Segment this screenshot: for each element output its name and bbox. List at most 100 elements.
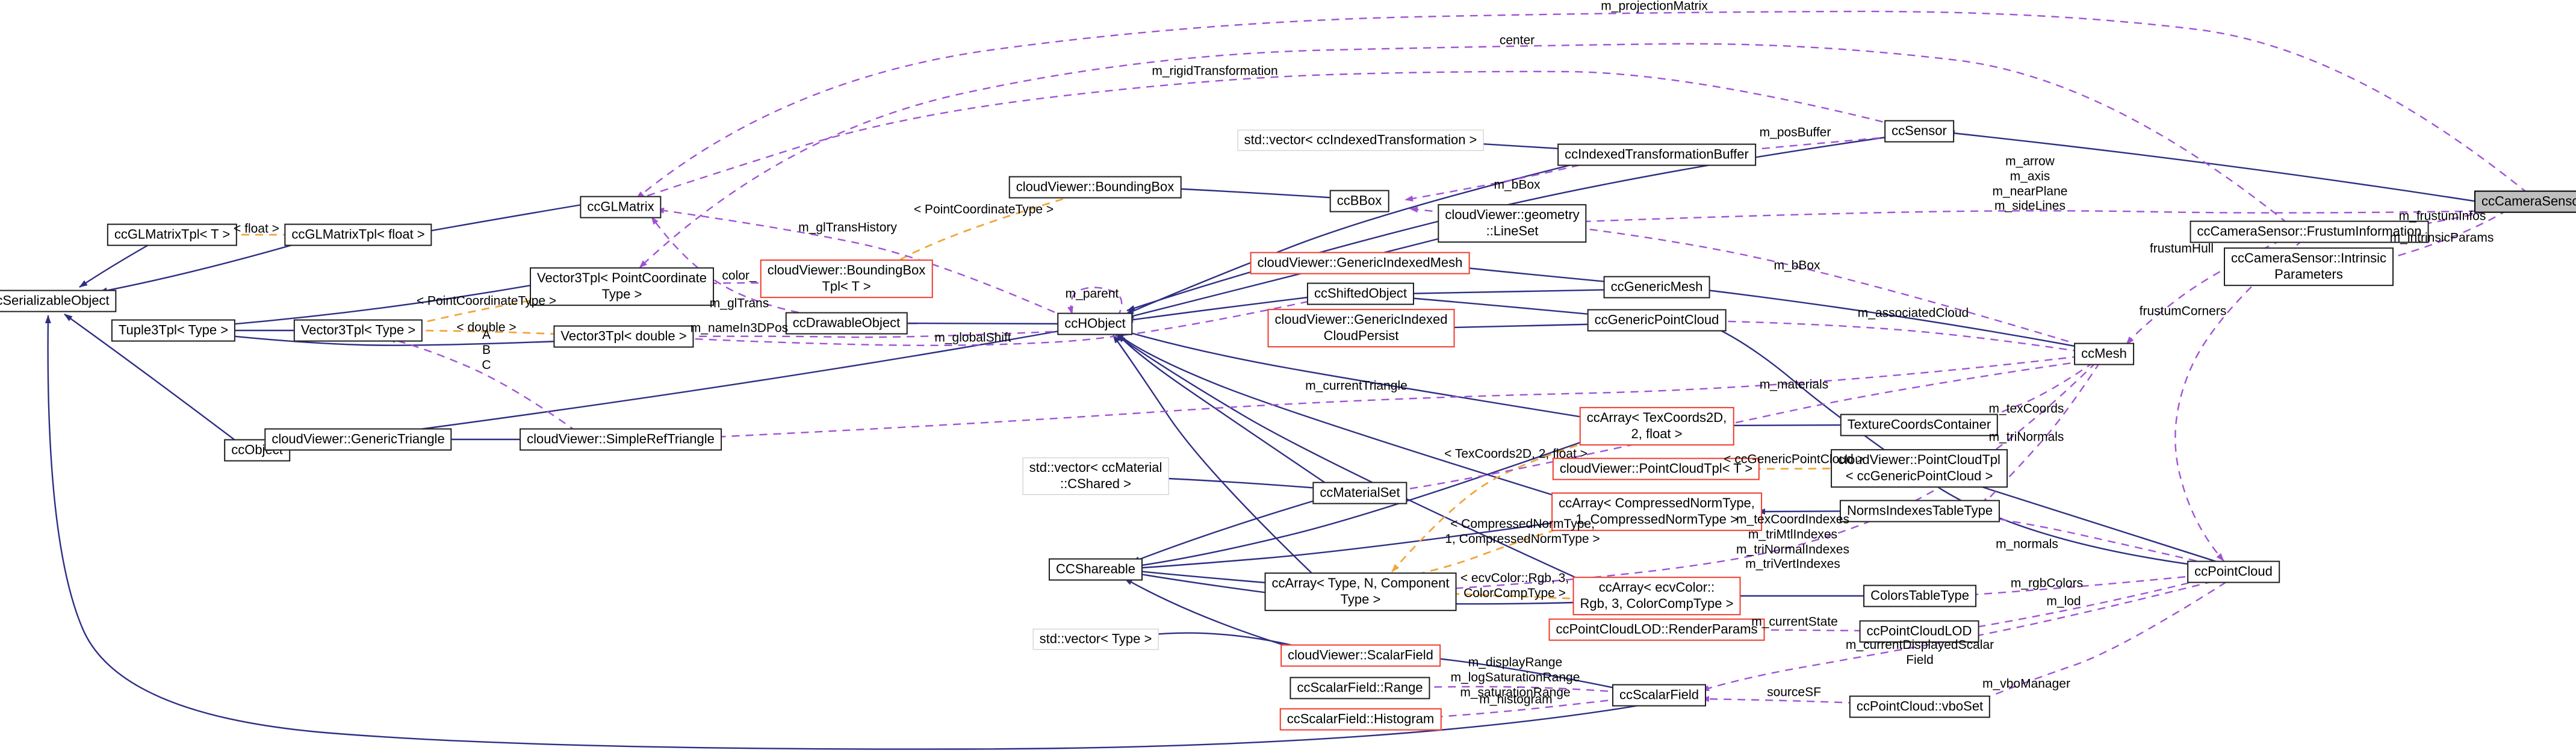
edge-use-61 — [2371, 209, 2508, 264]
node-ccgenericpointcloud[interactable]: ccGenericPointCloud — [1587, 309, 1727, 332]
edge-label-center: center — [1499, 33, 1535, 48]
node-ccscalarfield-range[interactable]: ccScalarField::Range — [1290, 677, 1430, 699]
node-cloudviewer-simplereftriangle[interactable]: cloudViewer::SimpleRefTriangle — [520, 428, 722, 451]
node-ccpointcloud[interactable]: ccPointCloud — [2187, 560, 2280, 583]
edge-tpl-44 — [409, 327, 573, 336]
edge-label-m-intrinsicparams: m_intrinsicParams — [2389, 231, 2494, 245]
edge-label-m-currentdisplayedscalar-field: m_currentDisplayedScalar Field — [1845, 638, 1994, 667]
node-vector3tpl-double[interactable]: Vector3Tpl< double > — [553, 325, 694, 348]
edge-use-59 — [639, 43, 2288, 268]
node-texturecoordscontainer[interactable]: TextureCoordsContainer — [1840, 414, 1999, 436]
edge-inh-37 — [1146, 631, 1308, 650]
edge-tpl-48 — [1431, 590, 1598, 601]
node-ccpointcloudlod-renderparams[interactable]: ccPointCloudLOD::RenderParams — [1548, 618, 1765, 641]
node-cloudviewer-generictriangle[interactable]: cloudViewer::GenericTriangle — [264, 428, 452, 451]
edge-inh-31 — [1134, 433, 1603, 569]
edge-inh-18 — [1401, 295, 1610, 317]
node-vector3tpl-pointcoordinate-type[interactable]: Vector3Tpl< PointCoordinate Type > — [530, 267, 714, 306]
node-cccamerasensor-intrinsic-parameters[interactable]: ccCameraSensor::Intrinsic Parameters — [2224, 247, 2394, 286]
node-cloudviewer-scalarfield[interactable]: cloudViewer::ScalarField — [1280, 644, 1441, 667]
edge-inh-17 — [1401, 288, 1620, 297]
node-vector3tpl-type[interactable]: Vector3Tpl< Type > — [293, 319, 423, 342]
edge-label-pointcoordinatetype: < PointCoordinateType > — [913, 202, 1054, 217]
edge-inh-36 — [1114, 333, 1601, 590]
node-cloudviewer-pointcloudtpl-ccgenericpointcloud[interactable]: cloudViewer::PointCloudTpl < ccGenericPo… — [1831, 449, 2008, 488]
node-ccbbox[interactable]: ccBBox — [1329, 190, 1389, 212]
edge-use-79 — [1973, 581, 2227, 704]
edge-inh-32 — [1119, 329, 1602, 421]
edge-label-m-frustuminfos: m_frustumInfos — [2398, 209, 2486, 223]
edge-use-81 — [1420, 698, 1622, 721]
node-ccglmatrixtpl-float[interactable]: ccGLMatrixTpl< float > — [284, 223, 432, 246]
node-ccglmatrix[interactable]: ccGLMatrix — [580, 196, 662, 218]
edge-label-frustumcorners: frustumCorners — [2139, 304, 2227, 318]
node-ccserializableobject[interactable]: ccSerializableObject — [0, 290, 117, 312]
node-ccarray-texcoords2d-2-float[interactable]: ccArray< TexCoords2D, 2, float > — [1579, 407, 1734, 445]
node-ccindexedtransformationbuffer[interactable]: ccIndexedTransformationBuffer — [1557, 143, 1756, 166]
node-ccsensor[interactable]: ccSensor — [1884, 120, 1954, 143]
edge-label-m-globalshift: m_globalShift — [934, 330, 1011, 345]
node-ccarray-type-n-component-type[interactable]: ccArray< Type, N, Component Type > — [1264, 572, 1457, 611]
node-cloudviewer-pointcloudtpl-t[interactable]: cloudViewer::PointCloudTpl< T > — [1552, 457, 1760, 480]
node-ccarray-compressednormtype-1-compressednormtype[interactable]: ccArray< CompressedNormType, 1, Compress… — [1551, 492, 1762, 531]
edge-label-pointcoordinatetype: < PointCoordinateType > — [416, 294, 557, 308]
node-cloudviewer-boundingbox-tpl-t[interactable]: cloudViewer::BoundingBox Tpl< T > — [760, 259, 933, 298]
node-cccamerasensor-frustuminformation[interactable]: ccCameraSensor::FrustumInformation — [2190, 220, 2429, 243]
node-ccmaterialset[interactable]: ccMaterialSet — [1312, 482, 1407, 504]
node-ccdrawableobject[interactable]: ccDrawableObject — [785, 312, 908, 335]
node-ccpointcloudlod[interactable]: ccPointCloudLOD — [1859, 620, 1979, 643]
edge-use-75 — [1964, 578, 2203, 631]
edge-label-float: < float > — [234, 222, 279, 236]
edge-label-m-currentstate: m_currentState — [1751, 615, 1838, 629]
node-ccshareable[interactable]: CCShareable — [1048, 558, 1143, 581]
edge-label-ccgenericpointcloud: < ccGenericPointCloud > — [1724, 452, 1864, 466]
edge-use-72 — [1430, 362, 2097, 593]
node-cloudviewer-boundingbox[interactable]: cloudViewer::BoundingBox — [1008, 176, 1182, 199]
node-cloudviewer-genericindexedmesh[interactable]: cloudViewer::GenericIndexedMesh — [1250, 252, 1470, 274]
edge-use-63 — [2174, 240, 2303, 562]
node-cccamerasensor[interactable]: ccCameraSensor — [2474, 190, 2576, 213]
edge-inh-21 — [1696, 287, 2082, 349]
edge-inh-10 — [1156, 185, 1338, 199]
edge-use-82 — [387, 337, 577, 432]
node-colorstabletype[interactable]: ColorsTableType — [1863, 584, 1976, 607]
edge-inh-34 — [1116, 332, 1584, 506]
node-ccglmatrixtpl-t[interactable]: ccGLMatrixTpl< T > — [107, 223, 238, 246]
node-ccshiftedobject[interactable]: ccShiftedObject — [1306, 282, 1415, 305]
edge-label-m-associatedcloud: m_associatedCloud — [1857, 306, 1969, 320]
node-std-vector-ccmaterial-cshared[interactable]: std::vector< ccMaterial ::CShared > — [1022, 457, 1169, 495]
node-ccscalarfield-histogram[interactable]: ccScalarField::Histogram — [1279, 708, 1442, 731]
node-cchobject[interactable]: ccHObject — [1057, 312, 1133, 335]
edge-label-m-bbox: m_bBox — [1774, 258, 1820, 273]
edge-inh-30 — [1113, 335, 1316, 577]
edge-use-52 — [656, 207, 1068, 319]
edge-inh-15 — [1946, 130, 2494, 205]
edge-label-a-b-c: A B C — [482, 327, 491, 372]
edge-label-ecvcolor-rgb-3-colorcomptype: < ecvColor::Rgb, 3, ColorCompType > — [1460, 571, 1569, 600]
edge-label-texcoords2d-2-float: < TexCoords2D, 2, float > — [1444, 447, 1587, 461]
edge-use-53 — [678, 330, 1067, 339]
edge-label-m-texcoords: m_texCoords — [1988, 401, 2064, 416]
node-ccscalarfield[interactable]: ccScalarField — [1612, 684, 1707, 707]
edge-use-51 — [651, 216, 827, 318]
edge-use-74 — [1963, 574, 2200, 598]
node-std-vector-type[interactable]: std::vector< Type > — [1032, 628, 1159, 650]
node-std-vector-ccindexedtransformation[interactable]: std::vector< ccIndexedTransformation > — [1237, 129, 1484, 151]
node-ccpointcloud-vboset[interactable]: ccPointCloud::vboSet — [1849, 695, 1991, 718]
edge-label-m-bbox: m_bBox — [1494, 178, 1541, 192]
edge-use-77 — [1701, 580, 2214, 692]
node-ccarray-ecvcolor-rgb-3-colorcomptype[interactable]: ccArray< ecvColor:: Rgb, 3, ColorCompTyp… — [1572, 577, 1741, 615]
node-tuple3tpl-type[interactable]: Tuple3Tpl< Type > — [111, 319, 236, 342]
node-cloudviewer-geometry-lineset[interactable]: cloudViewer::geometry ::LineSet — [1438, 204, 1587, 243]
edge-inh-19 — [1429, 323, 1610, 331]
node-ccmesh[interactable]: ccMesh — [2074, 342, 2134, 365]
edge-inh-11 — [1125, 230, 1470, 319]
node-normsindexestabletype[interactable]: NormsIndexesTableType — [1839, 500, 2000, 522]
node-cloudviewer-genericindexed-cloudpersist[interactable]: cloudViewer::GenericIndexed CloudPersist — [1267, 309, 1455, 347]
edge-use-55 — [681, 297, 1323, 347]
edge-label-m-projectionmatrix: m_projectionMatrix — [1601, 0, 1708, 13]
node-ccgenericmesh[interactable]: ccGenericMesh — [1603, 276, 1710, 299]
edge-label-m-rgbcolors: m_rgbColors — [2010, 576, 2084, 590]
